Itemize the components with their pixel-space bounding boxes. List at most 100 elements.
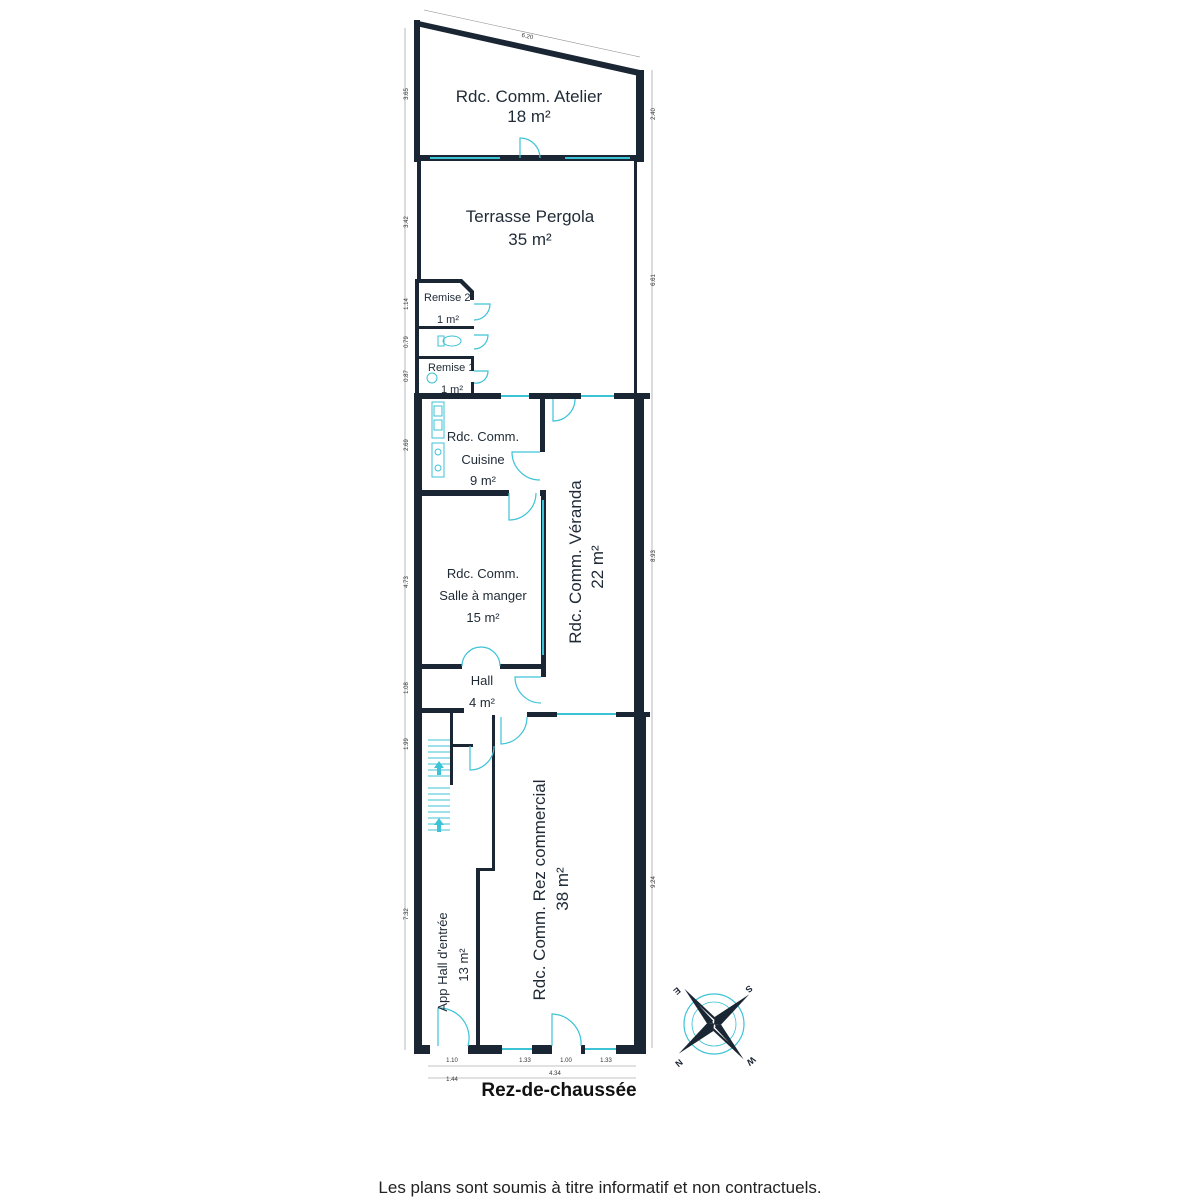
dim-left-app: 7.32	[404, 908, 410, 920]
dim-top: 6.20	[521, 33, 534, 41]
terrasse-right-wall	[634, 161, 637, 393]
walls	[414, 20, 650, 1054]
terrasse-name: Terrasse Pergola	[466, 207, 595, 226]
cuisine-top-wall	[416, 393, 501, 399]
salle-name-line2: Salle à manger	[439, 588, 527, 603]
commercial-door	[500, 716, 528, 745]
dimension-lines	[404, 9, 653, 1079]
bottom-wall-mid	[468, 1045, 502, 1054]
dim-right-terrasse: 6.61	[651, 274, 657, 286]
commercial-top-left	[527, 712, 557, 717]
hall-name: Hall	[471, 673, 494, 688]
hall-door	[461, 646, 501, 667]
dim-bottom-total-right: 4.34	[549, 1071, 561, 1077]
salle-door	[508, 492, 537, 521]
cuisine-right-wall	[540, 396, 545, 452]
bottom-wall-left	[414, 1045, 430, 1054]
salle-bottom-right	[500, 664, 546, 669]
compass-label-w: W	[744, 1054, 757, 1067]
dim-left-remise2: 1.14	[404, 298, 410, 310]
remise2-door	[473, 303, 491, 321]
dim-left-stair: 1.99	[404, 738, 410, 750]
doors	[437, 137, 582, 1047]
veranda-top-right	[614, 393, 650, 399]
atelier-name: Rdc. Comm. Atelier	[456, 87, 603, 106]
dim-bottom-c3: 1.33	[600, 1058, 612, 1064]
hall-right-wall	[541, 669, 546, 677]
dim-left-cuisine: 2.69	[404, 439, 410, 451]
cuisine-bottom-wall	[414, 490, 509, 496]
atelier-door	[519, 137, 541, 159]
rez-commercial-name: Rdc. Comm. Rez commercial	[530, 779, 549, 1000]
dim-left-remise1: 0.87	[404, 370, 410, 382]
veranda-hall-door	[514, 676, 542, 704]
remise2-wall	[417, 279, 474, 300]
app-entrance-door	[437, 1007, 470, 1047]
remise1-area: 1 m²	[441, 384, 463, 396]
atelier-area: 18 m²	[507, 107, 551, 126]
remise2-bottom-wall	[419, 326, 474, 329]
terrasse-left-wall	[417, 161, 421, 279]
salle-area: 15 m²	[466, 610, 500, 625]
washing-machine-icon	[426, 372, 438, 384]
dim-right-commercial: 9.24	[651, 876, 657, 888]
wc-bottom-wall	[419, 356, 474, 359]
remise2-name: Remise 2	[424, 292, 470, 304]
app-hall-name: App Hall d'entrée	[435, 912, 450, 1011]
inner-partition-step	[476, 868, 495, 871]
stair-arrow-up-icon	[434, 761, 444, 775]
bottom-wall-pillar2	[581, 1045, 585, 1054]
dim-right-atelier: 2.40	[651, 108, 657, 120]
atelier-top-wall	[414, 20, 640, 76]
cuisine-area: 9 m²	[470, 473, 497, 488]
remise1-right-wall	[471, 359, 474, 371]
cuisine-door	[511, 451, 541, 481]
veranda-door	[552, 398, 576, 422]
veranda-area: 22 m²	[588, 545, 607, 589]
level-title: Rez-de-chaussée	[481, 1080, 636, 1101]
dim-bottom-c2: 1.00	[560, 1058, 572, 1064]
dimension-labels: 6.20 3.65 2.40 3.42 6.61 1.14 0.79 0.87 …	[404, 33, 657, 1083]
compass-label-s: S	[743, 983, 754, 995]
windows	[430, 157, 630, 1050]
inner-partition-lower	[476, 868, 480, 1054]
left-outer-wall	[414, 393, 422, 1053]
dim-bottom-app: 1.10	[446, 1058, 458, 1064]
dim-bottom-c1: 1.33	[519, 1058, 531, 1064]
dim-left-hall: 1.08	[404, 682, 410, 694]
kitchen-sink-icon	[431, 401, 445, 439]
remise2-area: 1 m²	[437, 314, 459, 326]
dim-right-veranda: 8.93	[651, 550, 657, 562]
bottom-wall-right	[616, 1045, 646, 1054]
commercial-entrance-door	[551, 1013, 582, 1047]
dim-bottom-total-left: 1.44	[446, 1077, 458, 1083]
remise1-door	[473, 370, 489, 384]
stair-arrow-up-icon-2	[434, 818, 444, 832]
terrasse-area: 35 m²	[508, 230, 552, 249]
stair-right-wall	[450, 713, 453, 785]
atelier-right-wall	[636, 70, 644, 162]
app-hall-area: 13 m²	[456, 948, 471, 982]
dim-left-atelier: 3.65	[404, 88, 410, 100]
veranda-name: Rdc. Comm. Véranda	[566, 480, 585, 644]
disclaimer-text: Les plans sont soumis à titre informatif…	[378, 1178, 822, 1197]
fixtures	[426, 335, 462, 832]
commercial-top-right	[616, 712, 650, 717]
wc-toilet-icon	[437, 335, 462, 347]
salle-bottom-wall	[414, 664, 462, 669]
remise1-bottom-right	[471, 382, 474, 394]
rez-commercial-area: 38 m²	[553, 867, 572, 911]
left-outer-upper	[415, 279, 419, 395]
kitchen-stove-icon	[431, 442, 445, 478]
salle-name-line1: Rdc. Comm.	[447, 566, 519, 581]
staircase-icon	[428, 739, 450, 832]
dim-left-wc: 0.79	[404, 336, 410, 348]
commercial-right-wall	[634, 716, 646, 1054]
compass-rose-icon: N S E W	[671, 983, 757, 1069]
stair-small-wall	[453, 744, 473, 747]
atelier-left-wall	[414, 20, 420, 162]
hall-bottom-wall	[414, 708, 464, 713]
wc-door	[473, 334, 489, 350]
cuisine-name-line2: Cuisine	[461, 452, 504, 467]
